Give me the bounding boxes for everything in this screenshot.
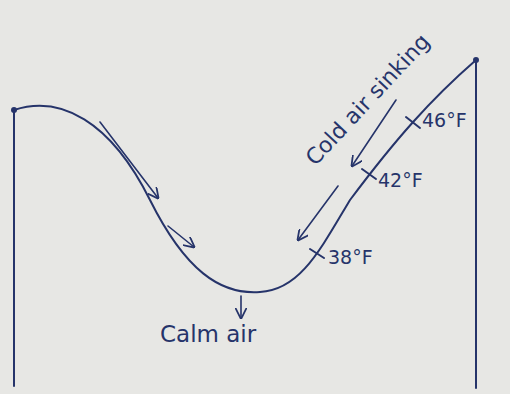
peak-dot xyxy=(474,58,478,62)
temperature-label: 38°F xyxy=(328,247,373,268)
temperature-label: 46°F xyxy=(422,110,467,131)
tick-mark xyxy=(406,117,420,128)
left-wall xyxy=(13,110,15,386)
airflow-arrow xyxy=(298,186,338,240)
tick-mark xyxy=(362,169,376,179)
valley-slope xyxy=(14,60,476,292)
right-wall xyxy=(475,60,477,388)
process-label: Cold air sinking xyxy=(301,30,435,171)
tick-mark xyxy=(310,249,324,258)
region-label: Calm air xyxy=(160,322,256,347)
airflow-arrow xyxy=(240,296,242,318)
peak-dot xyxy=(12,108,16,112)
airflow-arrow xyxy=(100,122,158,198)
temperature-label: 42°F xyxy=(378,170,423,191)
airflow-arrow xyxy=(168,226,194,247)
